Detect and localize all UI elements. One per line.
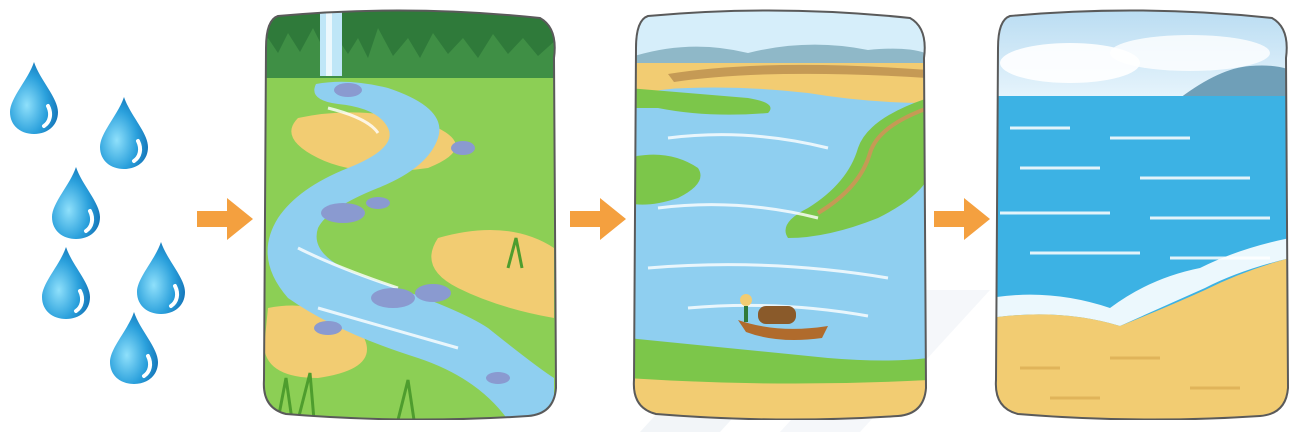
arrow-right-icon [932, 196, 992, 242]
arrow-right-icon [195, 196, 255, 242]
river-panel [628, 8, 928, 420]
raindrop-icon [40, 245, 92, 321]
raindrop-icon [8, 60, 60, 136]
raindrops-group [0, 40, 200, 400]
mountain-stream-icon [258, 8, 558, 420]
raindrop-icon [108, 310, 160, 386]
arrow-right-icon [568, 196, 628, 242]
raindrop-icon [50, 165, 102, 241]
mountain-stream-panel [258, 8, 558, 420]
sea-and-beach-icon [990, 8, 1290, 420]
river-with-boat-icon [628, 8, 928, 420]
raindrop-icon [98, 95, 150, 171]
sea-panel [990, 8, 1290, 420]
raindrop-icon [135, 240, 187, 316]
